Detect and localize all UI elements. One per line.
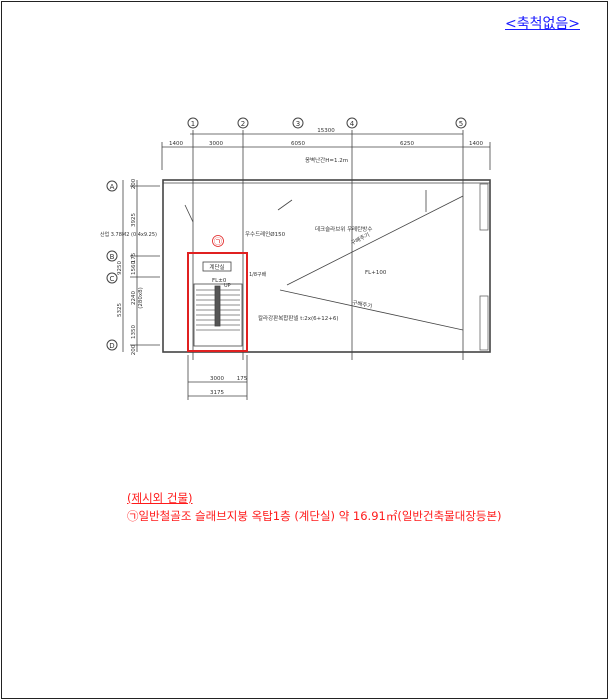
dim-left-total: 9250 <box>117 261 123 275</box>
drawing-element <box>455 117 467 129</box>
annotation-fl-roof: FL+100 <box>365 270 387 276</box>
drawing-element: 1 2 3 4 5 A B C D <box>106 117 467 351</box>
annotation-panel: 칼라강판복합판넬 t:2x(6+12+6) <box>258 314 339 322</box>
roof-outline <box>162 179 491 353</box>
hatch-wall-top <box>479 183 489 231</box>
dim-left: 200 <box>131 344 137 355</box>
grid-label-1: 1 <box>191 120 195 128</box>
drawing-element <box>106 250 118 262</box>
dim-seg: 1400 <box>169 141 183 147</box>
annotation-stair-room: 계단실 <box>209 263 224 271</box>
grid-label-c: C <box>110 275 115 283</box>
annotation-up: UP <box>224 283 231 289</box>
drawing-element <box>106 339 118 351</box>
annotation-vent: 산업 3.78M2 (0.4x9.25) <box>100 231 157 238</box>
drawing-element <box>277 199 293 211</box>
dim-total: 15300 <box>317 128 335 134</box>
drawing-element <box>286 195 464 286</box>
dim-left: 2240 <box>131 291 137 305</box>
drawing-element <box>106 272 118 284</box>
dim-left: 3925 <box>131 213 137 227</box>
dim-left: 5325 <box>117 303 123 317</box>
hatch-wall-bottom <box>479 295 489 351</box>
dim-offset: 175 <box>237 376 248 382</box>
grid-label-3: 3 <box>296 120 300 128</box>
grid-label-a: A <box>110 183 115 191</box>
annotation-drain: 우수드레인Ø150 <box>245 230 286 238</box>
drawing-element <box>106 180 118 192</box>
drawing-element <box>214 285 221 327</box>
marker-label: ㉠ <box>214 237 222 246</box>
dim-left: 175 <box>131 252 137 263</box>
annotation-door: 1/8구배 <box>249 271 267 278</box>
drawing-element <box>237 117 249 129</box>
stair-outline <box>193 283 243 347</box>
grid-label-2: 2 <box>241 120 245 128</box>
annotation-fl-stair: FL±0 <box>212 278 227 284</box>
notes-title: (제시외 건물) <box>127 491 193 505</box>
dim-left: 200 <box>131 178 137 189</box>
stair-room-label-box <box>202 261 232 272</box>
scale-label: <축척없음> <box>505 16 580 32</box>
grid-label-4: 4 <box>350 120 355 128</box>
drawing-element <box>346 117 358 129</box>
drawing-element <box>187 117 199 129</box>
dim-seg: 3000 <box>209 141 223 147</box>
stair-room-highlight <box>187 252 248 352</box>
dim-stair-width: 3000 <box>210 376 224 382</box>
grid-label-d: D <box>109 342 114 350</box>
dim-left: (280x8) <box>138 287 144 309</box>
drawing-element <box>279 289 464 331</box>
notes-line: ㉠일반철골조 슬래브지붕 옥탑1층 (계단실) 약 16.91㎡(일반건축물대장… <box>127 509 502 523</box>
marker-circle <box>212 235 224 247</box>
drawing-element: 15300 1400 3000 6050 6250 1400 3000 175 … <box>117 128 483 396</box>
drawing-element <box>292 117 304 129</box>
annotation-parapet: 옹벽난간H=1.2m <box>305 156 348 164</box>
drawing-element <box>122 130 491 400</box>
dim-left: 1560 <box>131 261 137 275</box>
dim-seg: 1400 <box>469 141 483 147</box>
dim-seg: 6050 <box>291 141 305 147</box>
annotation-deck: 데크슬라브위 우레탄방수 <box>315 225 372 233</box>
dim-stair-total: 3175 <box>210 390 224 396</box>
dim-left: 1350 <box>131 325 137 339</box>
grid-label-b: B <box>110 253 115 261</box>
drawing-element <box>184 204 194 223</box>
dim-seg: 6250 <box>400 141 414 147</box>
grid-label-5: 5 <box>459 120 463 128</box>
